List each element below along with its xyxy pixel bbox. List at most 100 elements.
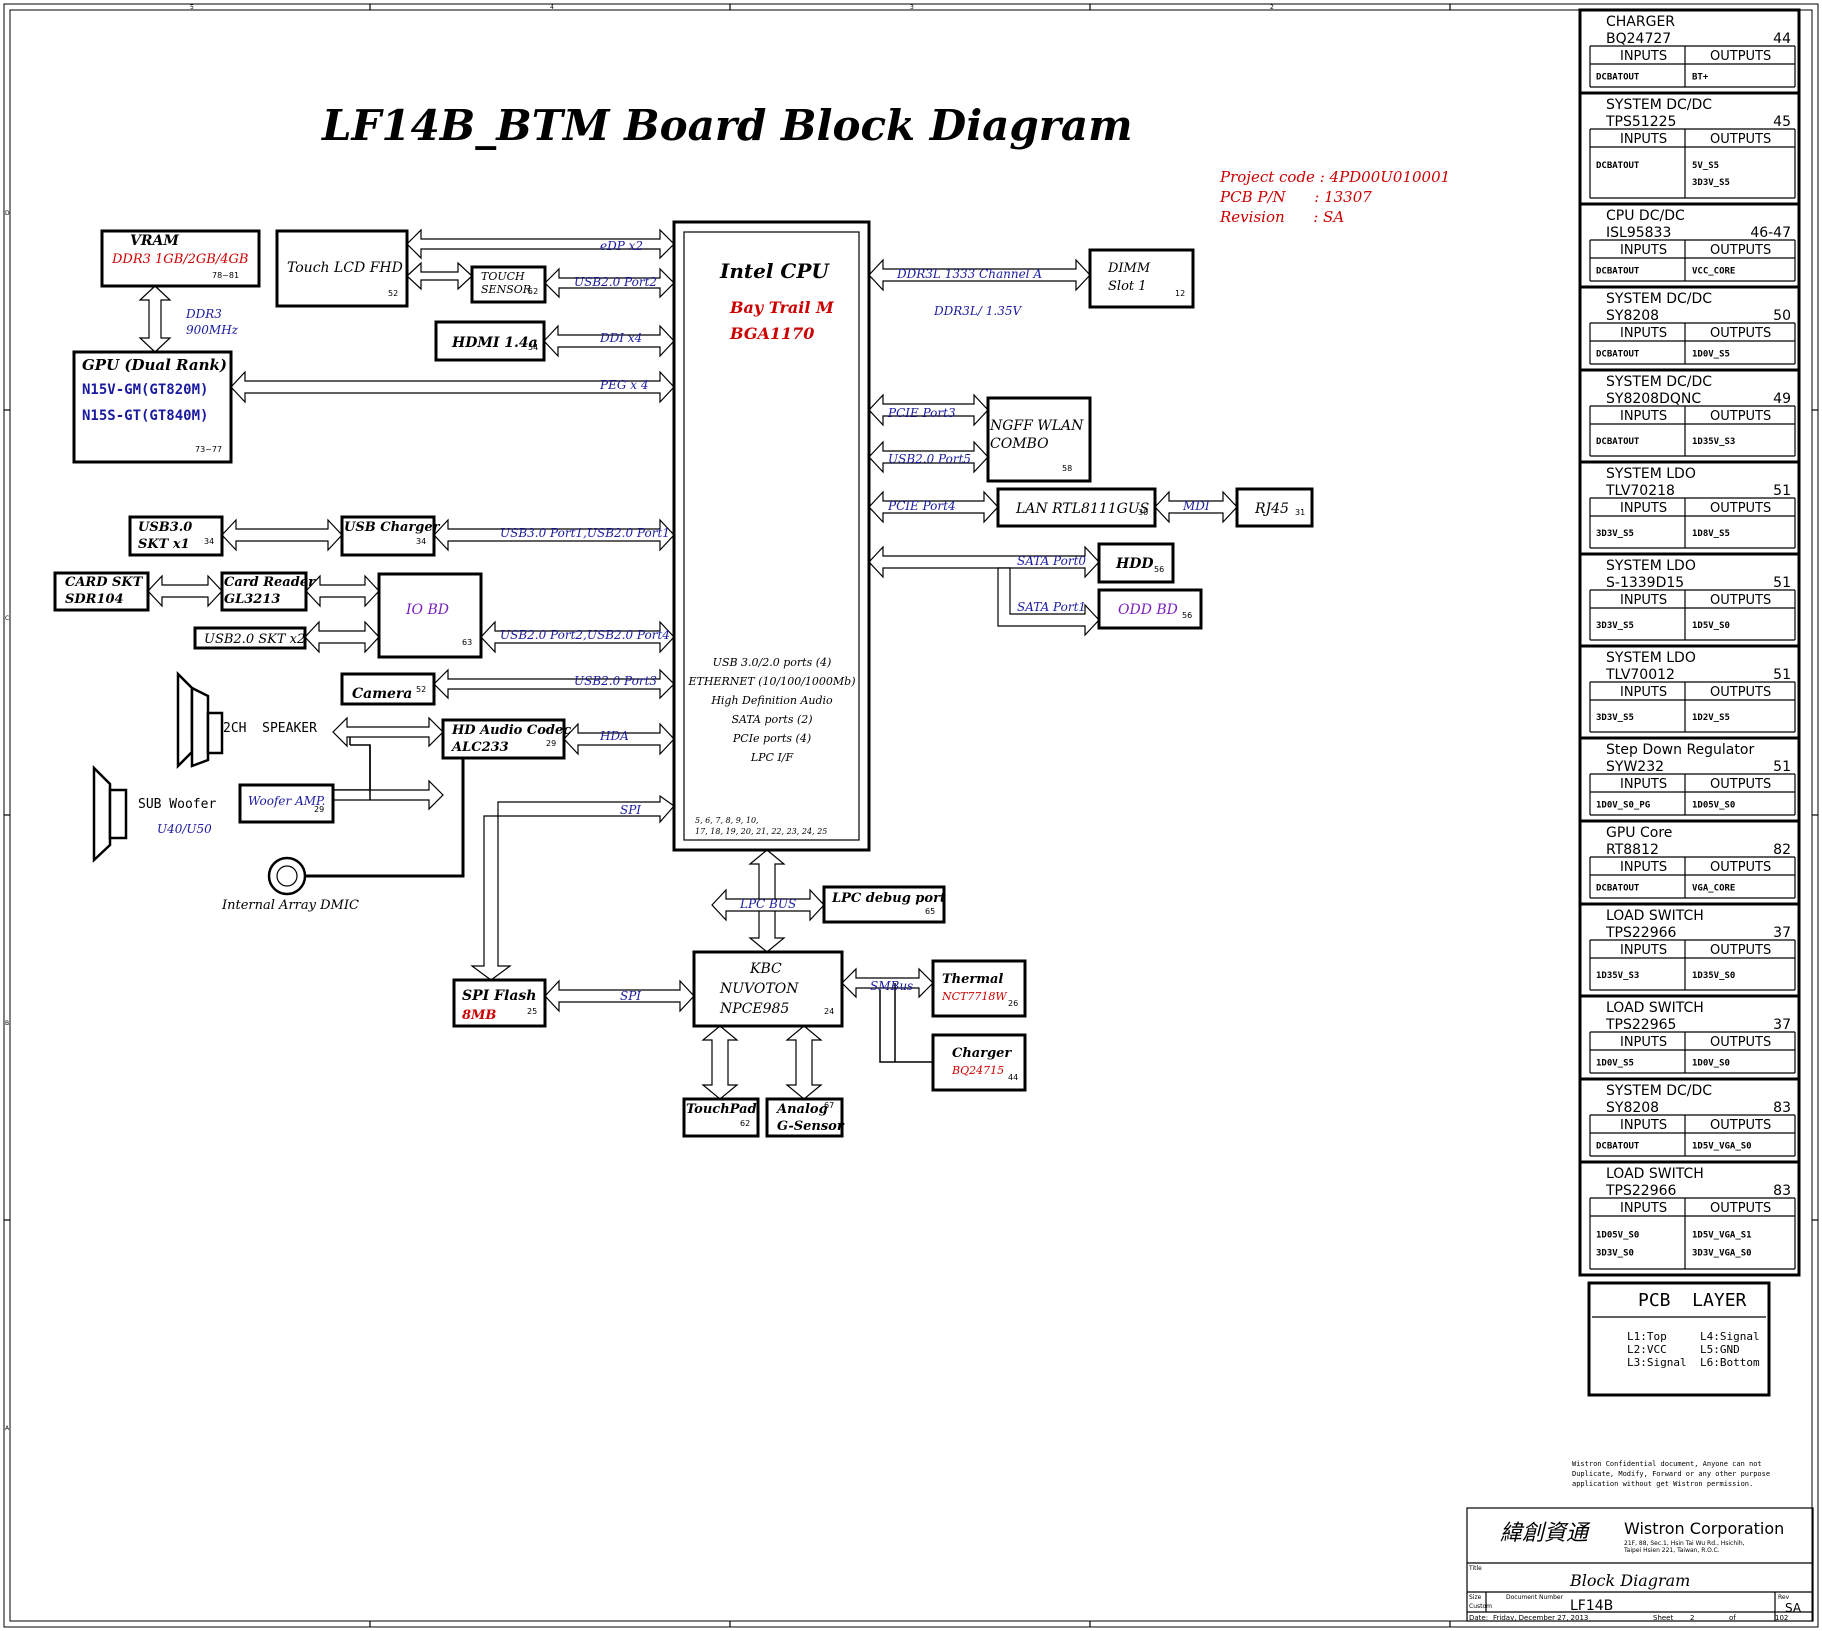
revision: Revision : SA [1219, 208, 1344, 226]
kbc-line2: NUVOTON [719, 981, 799, 997]
lan-title: LAN RTL8111GUS [1015, 501, 1149, 517]
bus-arrow [305, 574, 380, 608]
hdd-title: HDD [1115, 556, 1154, 572]
dmic-title: Internal Array DMIC [221, 898, 359, 913]
touch-lcd-title: Touch LCD FHD [287, 260, 403, 276]
lpc-debug-page: 65 [925, 907, 935, 916]
bus-label-spi-cpu: SPI [620, 803, 641, 817]
power-output: BT+ [1692, 73, 1709, 83]
speaker-title: 2CH SPEAKER [223, 721, 317, 736]
power-input: DCBATOUT [1596, 437, 1640, 447]
outputs-header: OUTPUTS [1710, 132, 1771, 147]
confidential-line: Duplicate, Modify, Forward or any other … [1572, 1470, 1770, 1478]
row-label: D [5, 210, 10, 217]
power-entry-page: 51 [1773, 575, 1791, 591]
connector-line [879, 990, 933, 1063]
cpu-feature: ETHERNET (10/100/1000Mb) [687, 675, 855, 688]
pcb-pn: PCB P/N : 13307 [1219, 188, 1372, 206]
card-skt-line2: SDR104 [65, 592, 124, 607]
usb30-skt-line1: USB3.0 [138, 520, 192, 535]
power-table-frame [1578, 8, 1801, 1277]
hdd-page: 56 [1154, 565, 1164, 574]
pcb-layer-l1: L1:Top [1627, 1330, 1667, 1343]
power-input: 1D0V_S0_PG [1596, 801, 1650, 811]
bus-arrow [304, 620, 380, 654]
cpu-title: Intel CPU [719, 259, 830, 283]
bus-arrow [332, 779, 444, 811]
inputs-header: INPUTS [1620, 593, 1667, 608]
outputs-header: OUTPUTS [1710, 49, 1771, 64]
bus-arrow [785, 1025, 823, 1100]
inputs-header: INPUTS [1620, 409, 1667, 424]
bus-label-mdi: MDI [1182, 499, 1210, 513]
gsensor-block: Analog G-Sensor 67 [765, 1097, 845, 1138]
power-input: 3D3V_S5 [1596, 621, 1634, 631]
power-entry-part: SY8208DQNC [1606, 391, 1701, 407]
outputs-header: OUTPUTS [1710, 409, 1771, 424]
confidential-note: Wistron Confidential document, Anyone ca… [1572, 1460, 1770, 1488]
power-entry-title: SYSTEM LDO [1606, 558, 1696, 574]
bus-label-sata1: SATA Port1 [1017, 600, 1086, 614]
usb30-skt-block: USB3.0 SKT x1 34 [128, 515, 224, 557]
power-entry-title: GPU Core [1606, 825, 1672, 841]
power-output: VGA_CORE [1692, 884, 1735, 894]
usb-charger-page: 34 [416, 537, 426, 546]
col-label: 2 [1270, 4, 1274, 11]
ddr3-speed: 900MHz [186, 323, 239, 337]
bus-arrow [701, 1025, 739, 1100]
bus-label-usb-p5: USB2.0 Port5 [888, 452, 971, 466]
power-entry-page: 44 [1773, 31, 1791, 47]
outputs-header: OUTPUTS [1710, 1201, 1771, 1216]
power-input: 1D0V_S5 [1596, 1059, 1634, 1069]
power-output: 1D35V_S0 [1692, 971, 1735, 981]
power-output: 1D0V_S5 [1692, 350, 1730, 360]
woofer-block: SUB Woofer U40/U50 [92, 764, 216, 863]
doc-number: LF14B [1570, 1598, 1613, 1614]
io-bd-title: IO BD [405, 602, 449, 618]
inputs-header: INPUTS [1620, 1118, 1667, 1133]
rj45-block: RJ45 31 [1235, 487, 1314, 528]
power-output: 1D05V_S0 [1692, 801, 1735, 811]
company-name: Wistron Corporation [1624, 1519, 1784, 1538]
audio-line2: ALC233 [450, 740, 509, 755]
power-output: 1D35V_S3 [1692, 437, 1735, 447]
touch-sensor-line2: SENSOR [481, 283, 531, 296]
inputs-header: INPUTS [1620, 1035, 1667, 1050]
touchpad-block: TouchPad 62 [682, 1097, 760, 1138]
spi-flash-title: SPI Flash [462, 988, 536, 1004]
cpu-line1: Bay Trail M [729, 298, 835, 317]
outputs-header: OUTPUTS [1710, 777, 1771, 792]
lpc-debug-block: LPC debug port 65 [822, 885, 946, 924]
bus-label-ddi: DDI x4 [599, 331, 642, 345]
power-entry-part: TPS51225 [1605, 114, 1676, 130]
kbc-block: KBC NUVOTON NPCE985 24 [692, 950, 844, 1028]
bus-label-usb-p2: USB2.0 Port2 [574, 275, 657, 289]
power-entry-title: CHARGER [1606, 14, 1675, 30]
outputs-header: OUTPUTS [1710, 1035, 1771, 1050]
touch-sensor-line1: TOUCH [481, 270, 525, 283]
size-label: Size [1469, 1594, 1482, 1601]
power-entry-page: 51 [1773, 667, 1791, 683]
diagram-title: LF14B_BTM Board Block Diagram [321, 101, 1133, 150]
bus-label-usb-p24: USB2.0 Port2,USB2.0 Port4 [500, 628, 670, 642]
ngff-line1: NGFF WLAN [989, 418, 1084, 434]
inputs-header: INPUTS [1620, 1201, 1667, 1216]
power-input: DCBATOUT [1596, 73, 1640, 83]
power-input: 1D35V_S3 [1596, 971, 1639, 981]
woofer-amp-page: 29 [314, 805, 324, 814]
inputs-header: INPUTS [1620, 777, 1667, 792]
thermal-sub: NCT7718W [941, 990, 1008, 1003]
vram-title: VRAM [130, 233, 179, 249]
bus-arrow [138, 285, 172, 353]
camera-page: 52 [416, 685, 426, 694]
lan-block: LAN RTL8111GUS 30 [996, 487, 1157, 528]
bus-arrow [470, 794, 675, 981]
bus-label-usb-p1: USB3.0 Port1,USB2.0 Port1 [500, 526, 670, 540]
power-input: DCBATOUT [1596, 161, 1640, 171]
